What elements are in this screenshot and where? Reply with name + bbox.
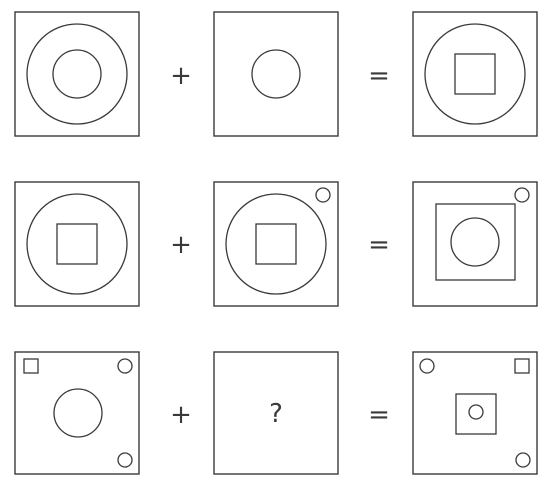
panel-frame xyxy=(412,351,538,475)
equals-sign: = xyxy=(368,400,390,430)
large-square-shape xyxy=(435,203,516,281)
panel-frame xyxy=(213,181,339,307)
small-circle-shape xyxy=(117,358,133,374)
panel-frame xyxy=(14,11,140,137)
equals-sign: = xyxy=(368,230,390,260)
large-circle-shape xyxy=(225,193,327,295)
small-circle-shape xyxy=(117,452,133,468)
large-circle-shape xyxy=(26,23,128,125)
small-square-shape xyxy=(514,358,530,374)
small-circle-shape xyxy=(419,358,435,374)
row-2-panel-result xyxy=(412,181,538,307)
medium-circle-shape xyxy=(52,49,102,99)
medium-circle-shape xyxy=(450,217,500,267)
small-circle-shape xyxy=(315,187,331,203)
row-2-panel-b xyxy=(213,181,339,307)
panel-frame xyxy=(14,351,140,475)
medium-circle-shape xyxy=(53,388,103,438)
row-1-panel-a xyxy=(14,11,140,137)
large-circle-shape xyxy=(26,193,128,295)
row-3-panel-unknown: ? xyxy=(213,351,339,475)
plus-sign: + xyxy=(170,400,192,430)
square-shape xyxy=(454,53,496,95)
row-2-panel-a xyxy=(14,181,140,307)
small-circle-shape xyxy=(468,404,484,420)
medium-circle-shape xyxy=(251,49,301,99)
small-square-shape xyxy=(23,358,39,374)
small-circle-shape xyxy=(515,452,531,468)
panel-frame xyxy=(213,351,339,475)
row-1-panel-b xyxy=(213,11,339,137)
row-3-panel-result xyxy=(412,351,538,475)
panel-frame xyxy=(14,181,140,307)
row-1-panel-result xyxy=(412,11,538,137)
plus-sign: + xyxy=(170,61,192,91)
equals-sign: = xyxy=(368,61,390,91)
panel-frame xyxy=(213,11,339,137)
square-shape xyxy=(56,223,98,265)
row-3-panel-a xyxy=(14,351,140,475)
small-circle-shape xyxy=(514,187,530,203)
plus-sign: + xyxy=(170,230,192,260)
row-2: + = xyxy=(14,181,538,307)
panel-frame xyxy=(412,181,538,307)
large-circle-shape xyxy=(424,23,526,125)
panel-frame xyxy=(412,11,538,137)
square-shape xyxy=(455,393,497,435)
row-1: + = xyxy=(14,11,538,137)
square-shape xyxy=(255,223,297,265)
row-3: + ? = xyxy=(14,351,538,475)
question-mark: ? xyxy=(269,399,283,429)
